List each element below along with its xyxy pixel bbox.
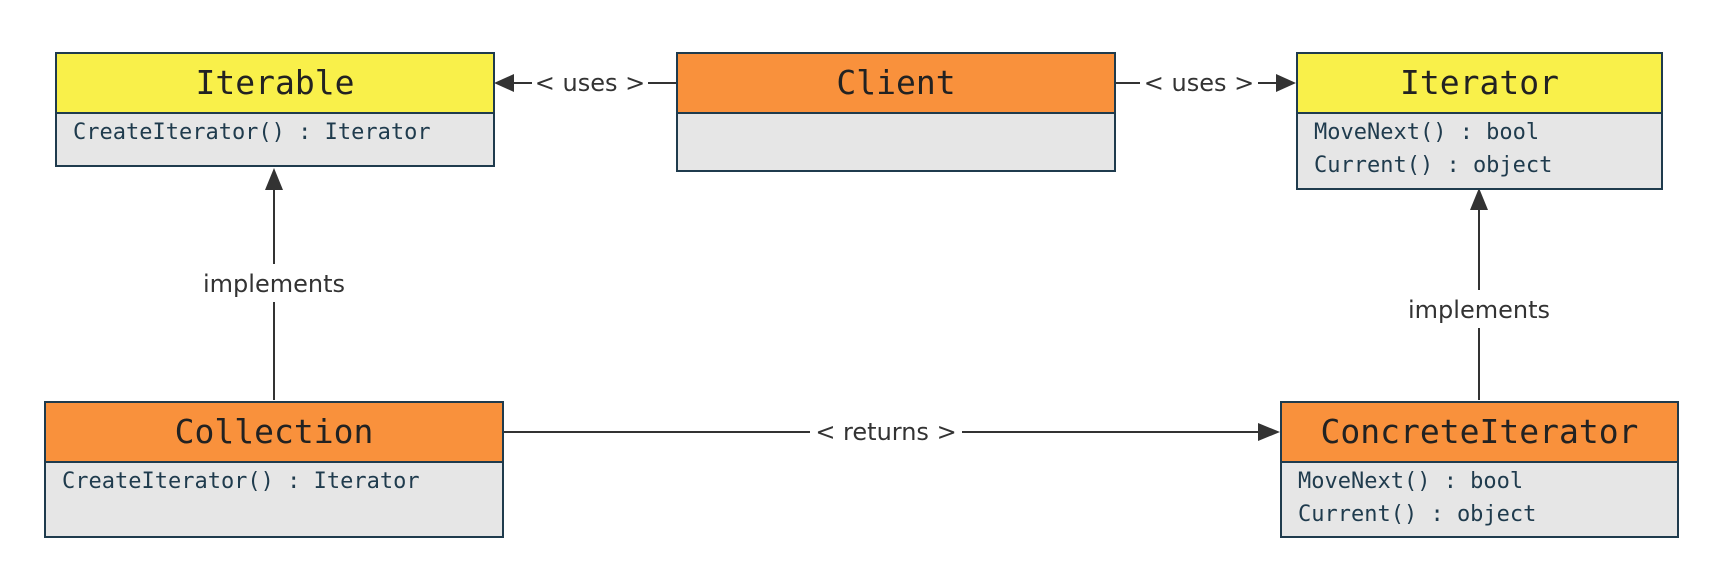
arrowhead-to-iterator	[1276, 74, 1296, 92]
implements-label-right: implements	[1408, 296, 1550, 324]
collection-class-name: Collection	[46, 403, 502, 463]
returns-label: < returns >	[815, 418, 956, 446]
collection-class-box[interactable]: Collection CreateIterator() : Iterator	[44, 401, 504, 538]
concrete-iterator-member-move-next: MoveNext() : bool	[1298, 469, 1524, 494]
arrowhead-returns	[1258, 423, 1280, 441]
concrete-iterator-member-current: Current() : object	[1298, 502, 1537, 527]
client-members	[678, 114, 1114, 118]
iterable-class-name: Iterable	[57, 54, 493, 114]
iterable-member-create-iterator: CreateIterator() : Iterator	[73, 120, 431, 145]
client-class-box[interactable]: Client	[676, 52, 1116, 172]
uses-label-right: < uses >	[1144, 69, 1254, 97]
iterator-class-name: Iterator	[1298, 54, 1661, 114]
client-class-name: Client	[678, 54, 1114, 114]
iterator-member-move-next: MoveNext() : bool	[1314, 120, 1540, 145]
iterable-class-box[interactable]: Iterable CreateIterator() : Iterator	[55, 52, 495, 167]
concrete-iterator-members: MoveNext() : bool Current() : object	[1282, 463, 1677, 533]
uses-label-left: < uses >	[535, 69, 645, 97]
iterator-class-box[interactable]: Iterator MoveNext() : bool Current() : o…	[1296, 52, 1663, 190]
arrowhead-implements-iterable	[265, 168, 283, 190]
iterator-members: MoveNext() : bool Current() : object	[1298, 114, 1661, 184]
concrete-iterator-class-box[interactable]: ConcreteIterator MoveNext() : bool Curre…	[1280, 401, 1679, 538]
arrowhead-implements-iterator	[1470, 188, 1488, 210]
iterator-member-current: Current() : object	[1314, 153, 1553, 178]
collection-members: CreateIterator() : Iterator	[46, 463, 502, 500]
arrowhead-to-iterable	[494, 74, 514, 92]
implements-label-left: implements	[203, 270, 345, 298]
concrete-iterator-class-name: ConcreteIterator	[1282, 403, 1677, 463]
collection-member-create-iterator: CreateIterator() : Iterator	[62, 469, 420, 494]
iterable-members: CreateIterator() : Iterator	[57, 114, 493, 151]
